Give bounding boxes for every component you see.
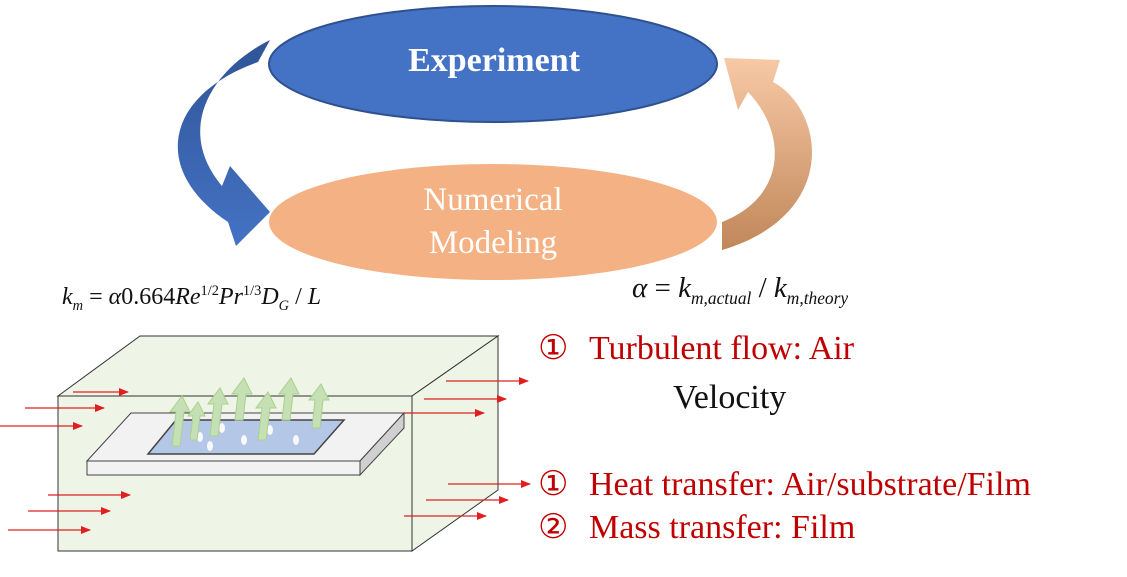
alpha-k-theory: k	[773, 272, 787, 304]
item2-text: Heat transfer: Air/substrate/Film	[588, 466, 1031, 503]
item1-number: ①	[538, 330, 569, 367]
physics-item-turbulent: ① Turbulent flow: Air	[538, 328, 854, 368]
substrate-front	[86, 460, 361, 476]
item3-number: ②	[538, 509, 569, 546]
km-pr-exponent: 1/3	[242, 283, 262, 299]
km-d-subscript: G	[278, 297, 290, 314]
km-l: L	[307, 284, 322, 310]
km-alpha: α	[108, 284, 122, 310]
km-coefficient: 0.664	[121, 284, 176, 310]
item2-number: ①	[538, 466, 569, 503]
km-pr: Pr	[218, 284, 243, 310]
item3-text: Mass transfer: Film	[588, 509, 856, 546]
km-subscript: m	[72, 297, 84, 314]
km-equation: km = α0.664Re1/2Pr1/3DG / L	[62, 283, 321, 315]
physics-item-mass: ② Mass transfer: Film	[538, 507, 855, 547]
km-divide: /	[289, 284, 308, 310]
modeling-label-line2: Modeling	[428, 225, 558, 261]
modeling-label-line1: Numerical	[423, 182, 563, 218]
km-re: Re	[175, 284, 201, 310]
blue-cycle-arrow	[177, 40, 270, 246]
vapor-arrows	[169, 377, 330, 447]
alpha-equation: α = km,actual / km,theory	[632, 272, 848, 309]
airflow-arrows	[0, 377, 531, 534]
evaporation-droplets	[197, 423, 299, 451]
alpha-k-actual: k	[678, 272, 691, 304]
alpha-k-theory-subscript: m,theory	[786, 287, 849, 308]
modeling-ellipse	[269, 164, 717, 280]
experiment-label: Experiment	[408, 42, 580, 79]
km-re-exponent: 1/2	[200, 283, 219, 299]
item1-text: Turbulent flow: Air	[588, 330, 855, 367]
km-d: D	[261, 284, 279, 310]
orange-cycle-arrow	[722, 58, 812, 250]
physics-item-heat: ① Heat transfer: Air/substrate/Film	[538, 464, 1031, 504]
km-equals: =	[83, 284, 109, 310]
km-symbol: k	[62, 284, 73, 310]
alpha-divide: /	[751, 272, 774, 304]
alpha-symbol: α	[632, 272, 648, 304]
alpha-k-actual-subscript: m,actual	[690, 287, 752, 308]
experiment-ellipse	[268, 5, 718, 123]
velocity-label: Velocity	[673, 379, 787, 416]
alpha-equals: =	[647, 272, 679, 304]
